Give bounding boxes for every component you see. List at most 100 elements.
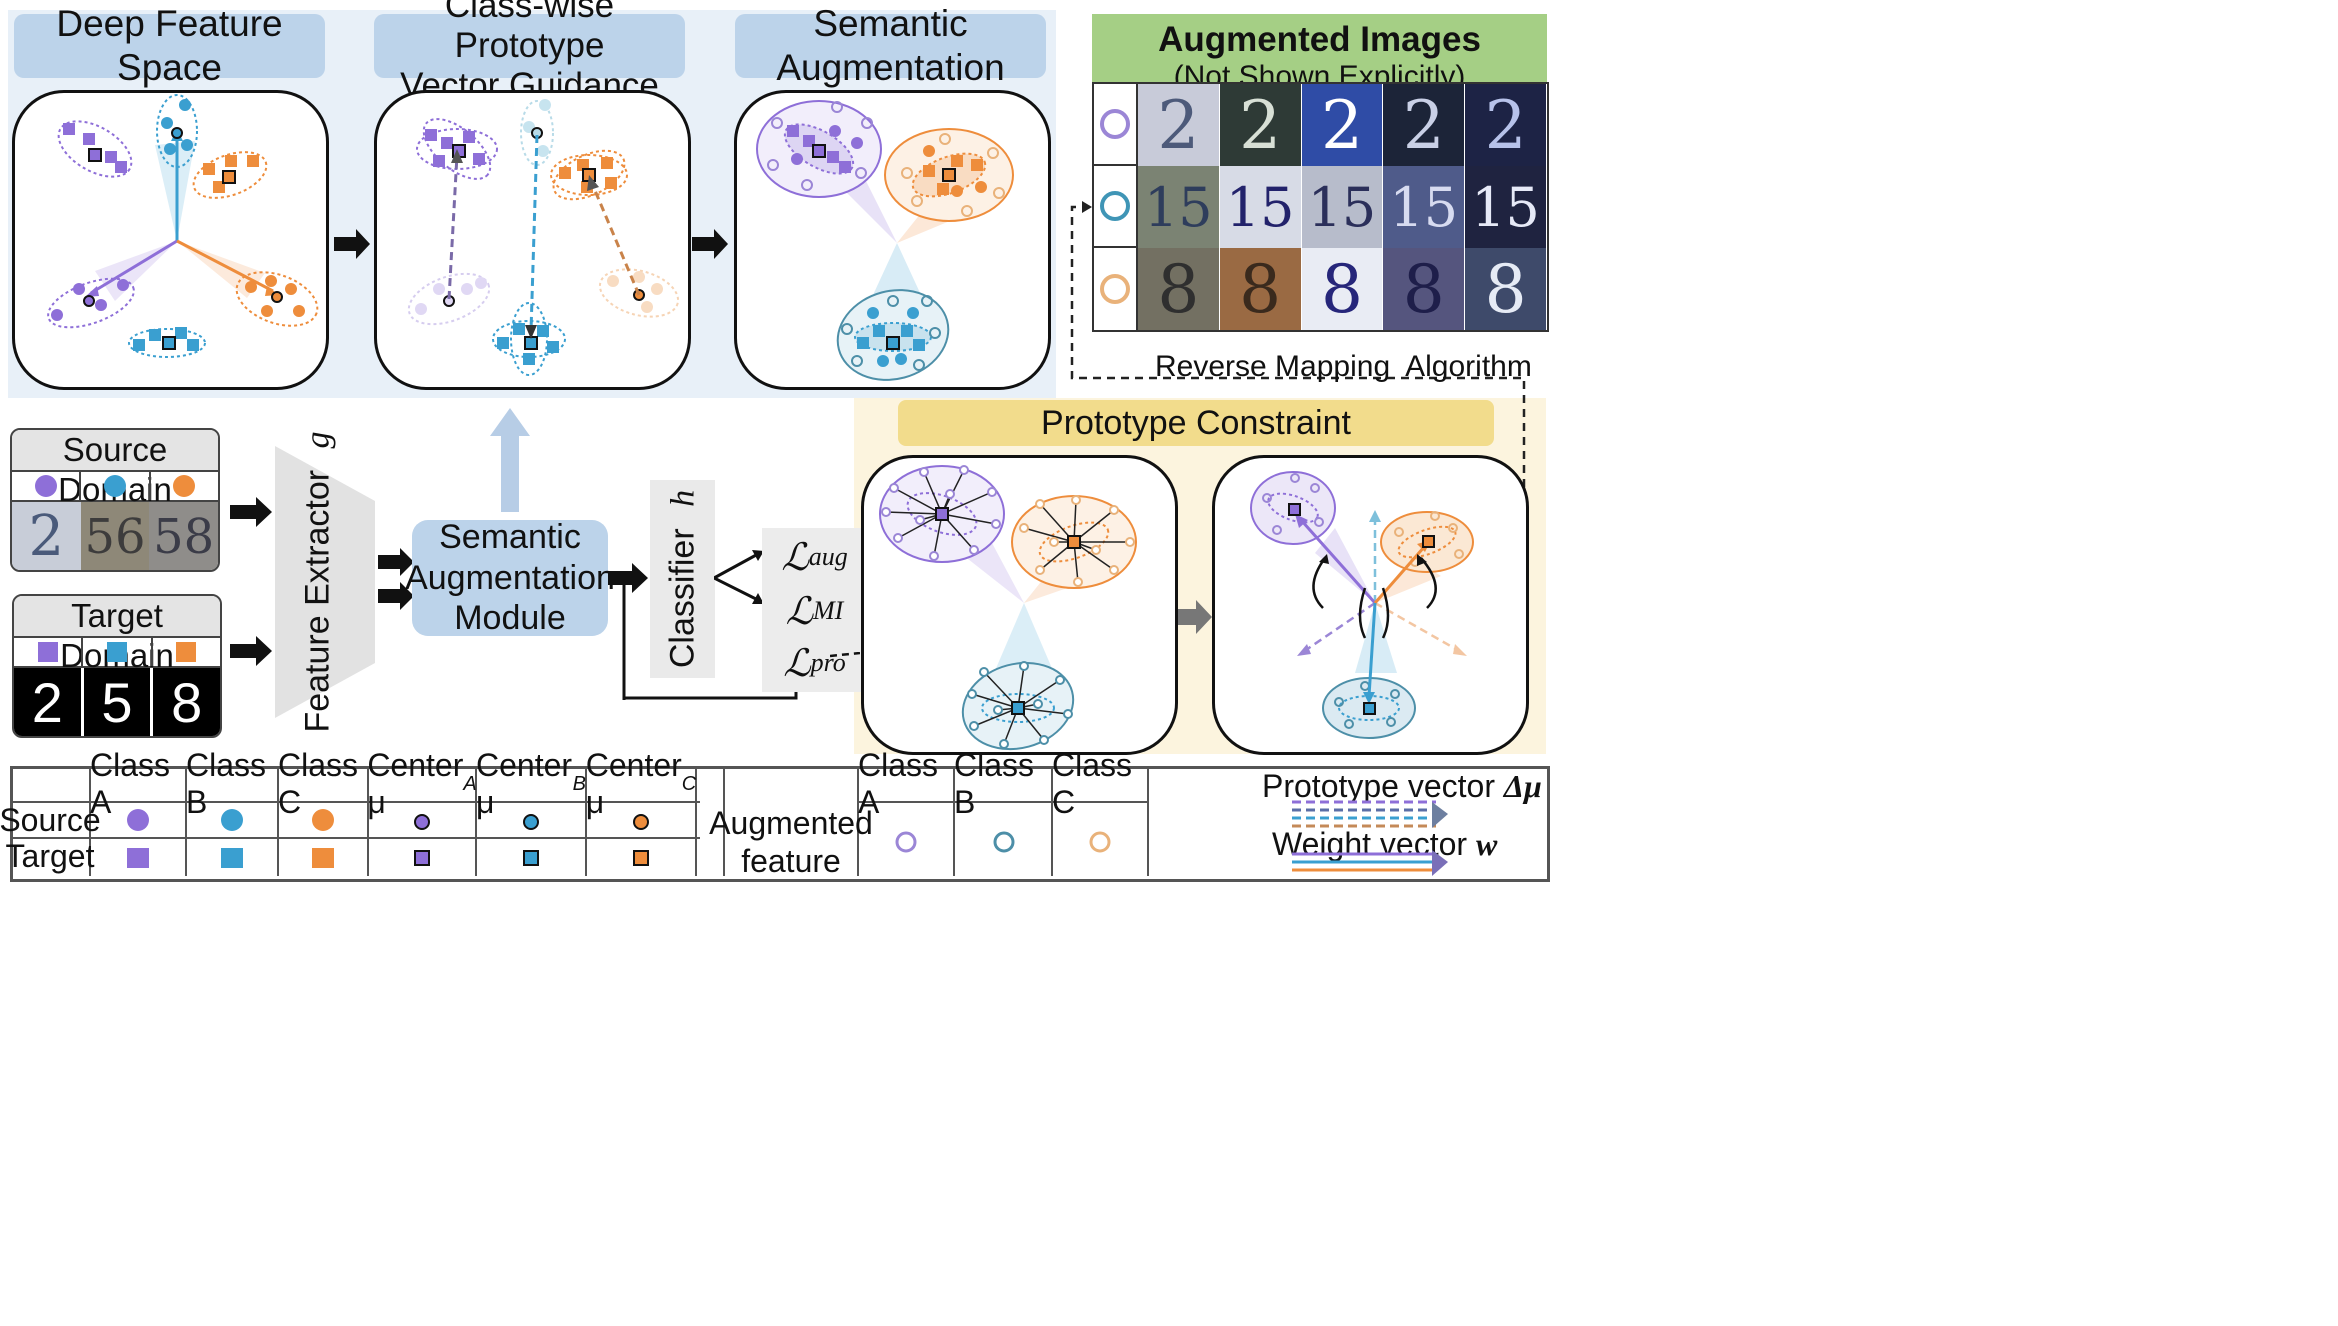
augmented-image-cell: 8: [1137, 248, 1220, 330]
augmented-image-cell: 15: [1219, 166, 1302, 248]
loss-subscript: MI: [813, 596, 844, 625]
augmented-feature-point: [881, 507, 891, 517]
loss-subscript: pro: [810, 648, 846, 677]
arrow-right-icon: [692, 229, 728, 259]
augmented-feature-point: [999, 739, 1009, 749]
legend-center-label: Center μ: [585, 747, 682, 820]
augmented-feature-point: [1055, 675, 1065, 685]
legend-center-label: Center μ: [367, 747, 464, 820]
panel-semantic-augmentation: [734, 90, 1051, 390]
augmented-feature-point: [1109, 565, 1119, 575]
augmented-feature-point: [1019, 523, 1029, 533]
augmented-feature-point: [1035, 499, 1045, 509]
augmented-feature-point: [959, 465, 969, 475]
target-image-1: 2: [14, 668, 84, 736]
legend-weight-symbol: w: [1475, 826, 1498, 862]
augmented-image-cell: 15: [1137, 166, 1220, 248]
semantic-augmentation-diagram: [756, 100, 1014, 381]
legend-markers: [127, 809, 649, 868]
augmented-feature-point: [915, 515, 925, 525]
header-text: Semantic Augmentation: [776, 2, 1005, 88]
target-domain-title: Target Domain: [14, 596, 220, 674]
target-image-2: 5: [84, 668, 154, 736]
target-class-b-marker: [106, 642, 127, 662]
reverse-mapping-label: Reverse Mapping Algorithm: [1155, 350, 1532, 383]
header-deep-feature-space: Deep Feature Space: [14, 3, 325, 88]
augmented-image-cell: 2: [1383, 84, 1466, 166]
source-image-3: 58: [149, 502, 218, 570]
target-class-c-marker: [176, 642, 197, 662]
arrow-right-icon: [230, 497, 272, 527]
augmented-image-cell: 8: [1465, 248, 1547, 330]
classifier-box: [650, 480, 715, 678]
pro-loss-dash: [830, 652, 860, 658]
augmented-feature-point: [1033, 699, 1043, 709]
panel-deep-feature-space: [12, 90, 329, 390]
legend-header-class-b: Class B: [186, 747, 267, 820]
feature-space-diagram: [47, 94, 319, 358]
augmented-image-cell: 2: [1219, 84, 1302, 166]
augmented-feature-point: [1073, 577, 1083, 587]
legend-center-label: Center μ: [476, 747, 573, 820]
legend-aug-header-a: Class A: [858, 747, 939, 820]
legend-box: [10, 766, 1550, 882]
legend-prototype-vector-lines: [1292, 800, 1448, 828]
augmented-row-marker: [1094, 248, 1138, 330]
module-line3: Module: [454, 599, 566, 638]
augmented-row-marker: [1094, 166, 1138, 248]
constraint-left-diagram: [879, 465, 1137, 751]
header-semantic-augmentation: Semantic Augmentation: [735, 3, 1046, 88]
augmented-feature-point: [929, 551, 939, 561]
arrow-right-icon: [608, 563, 648, 593]
augmented-feature-point: [1049, 537, 1059, 547]
header-text: Deep Feature Space: [56, 2, 283, 88]
legend-aug-header-c: Class C: [1052, 747, 1133, 820]
source-class-a-marker: [34, 475, 57, 497]
augmented-feature-point: [993, 705, 1003, 715]
augmented-image-cell: 2: [1301, 84, 1384, 166]
source-domain-box: Source Domain 2 56 58: [10, 428, 220, 572]
augmented-image-cell: 2: [1465, 84, 1547, 166]
augmented-row-marker: [1094, 84, 1138, 166]
augmented-image-cell: 15: [1465, 166, 1547, 248]
legend-prototype-vector-label: Prototype vector Δμ: [1262, 768, 1542, 805]
legend-center-sup: B: [572, 772, 586, 795]
augmented-feature-point: [1019, 661, 1029, 671]
source-domain-title: Source Domain: [12, 430, 218, 508]
target-domain-box: Target Domain 2 5 8: [12, 594, 222, 738]
legend-row-target: Target: [5, 837, 95, 874]
legend-prototype-text: Prototype vector: [1262, 768, 1504, 804]
augmented-feature-point: [969, 545, 979, 555]
constraint-right-diagram: [1250, 471, 1474, 739]
prototype-constraint-title: Prototype Constraint: [1041, 403, 1351, 442]
augmented-feature-point: [979, 667, 989, 677]
augmented-image-cell: 8: [1383, 248, 1466, 330]
loss-symbol: ℒ: [783, 642, 811, 685]
source-class-b-marker: [103, 475, 126, 497]
augmented-feature-point: [889, 483, 899, 493]
loss-subscript: aug: [808, 542, 848, 571]
source-image-2: 56: [80, 502, 150, 570]
legend-aug-markers: [895, 831, 1111, 853]
feature-extractor-shape: [275, 446, 375, 718]
loss-symbol: ℒ: [785, 590, 814, 633]
module-line2: Augmentation: [405, 558, 615, 597]
arrow-right-icon: [334, 229, 370, 259]
legend-augmented-label: Augmented feature: [709, 805, 873, 879]
legend-row-source: Source: [0, 801, 101, 838]
arrow-right-icon: [1178, 600, 1212, 634]
header-prototype-guidance: Class-wise Prototype Vector Guidance: [374, 0, 685, 105]
arrow-right-icon: [230, 636, 272, 666]
legend-header-class-a: Class A: [90, 747, 171, 820]
legend-center-sup: C: [681, 772, 697, 795]
classifier-symbol: h: [664, 489, 702, 507]
augmented-feature-point: [967, 689, 977, 699]
augmented-feature-point: [1035, 565, 1045, 575]
